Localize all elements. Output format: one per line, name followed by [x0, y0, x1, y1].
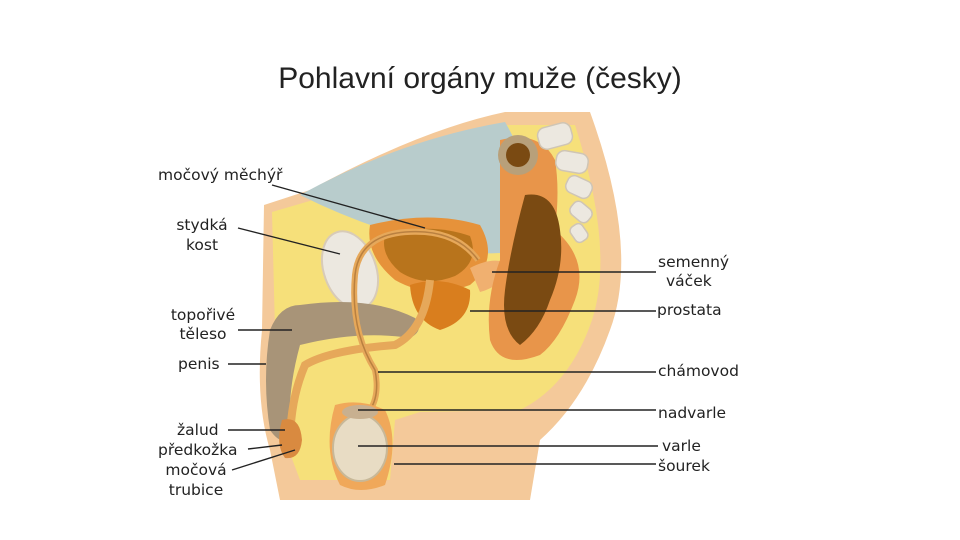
leader-stydka-kost: [238, 228, 340, 254]
leader-mocova: [232, 450, 295, 470]
leader-mocovy-mechyr: [272, 185, 425, 228]
leader-predkozka: [248, 445, 282, 449]
